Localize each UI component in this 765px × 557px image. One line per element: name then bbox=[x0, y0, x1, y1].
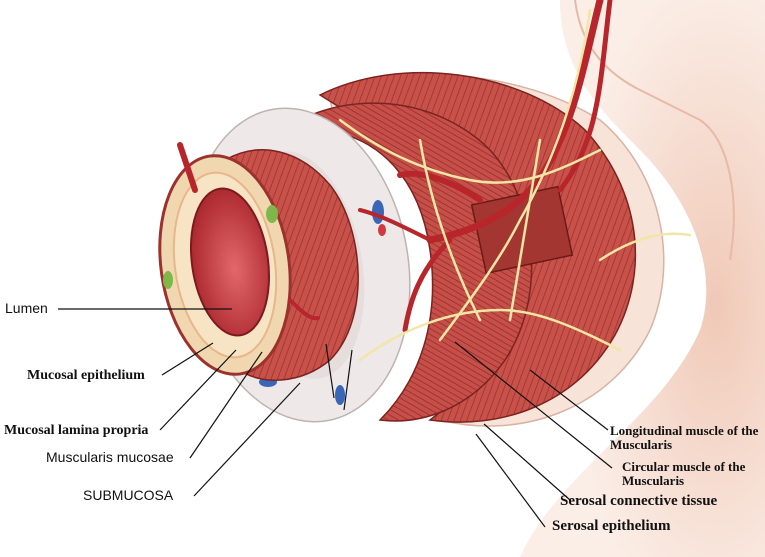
label-serosal-epithelium: Serosal epithelium bbox=[552, 518, 671, 534]
label-mucosal-lamina-propria: Mucosal lamina propria bbox=[4, 423, 149, 438]
leader-lines bbox=[58, 308, 613, 528]
nerve-network bbox=[338, 8, 692, 362]
label-muscularis-mucosae: Muscularis mucosae bbox=[46, 449, 174, 465]
label-serosal-connective-tissue: Serosal connective tissue bbox=[560, 493, 718, 509]
mucosa-tube bbox=[158, 149, 359, 381]
circular-muscle-layer bbox=[298, 102, 574, 422]
label-circular-muscle: Circular muscle of the Muscularis bbox=[622, 459, 746, 488]
label-submucosa: SUBMUCOSA bbox=[83, 487, 174, 503]
label-lumen: Lumen bbox=[5, 300, 48, 316]
label-longitudinal-muscle: Longitudinal muscle of the Muscularis bbox=[610, 423, 759, 452]
label-mucosal-epithelium: Mucosal epithelium bbox=[27, 368, 145, 383]
